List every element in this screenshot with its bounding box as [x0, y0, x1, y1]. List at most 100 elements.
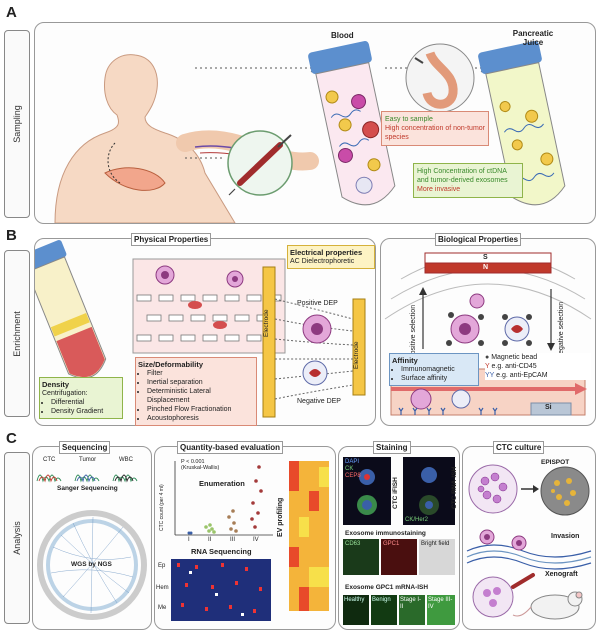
electrical-title: Electrical properties	[290, 248, 363, 257]
ctc-ifish-label: CTC iFISH	[392, 477, 399, 509]
juice-tube-cap	[478, 41, 542, 74]
size-item: Filter	[147, 369, 254, 378]
exo-group-label: Stage III-IV	[428, 597, 453, 610]
epispot-dish	[540, 466, 590, 516]
duct-path	[107, 142, 121, 184]
culture-illustration	[466, 464, 592, 620]
affinity-title: Affinity	[392, 356, 418, 365]
p-value-text: P < 0.001	[181, 459, 205, 465]
affinity-item: Immunomagnetic	[401, 365, 476, 374]
sampling-panel: Blood Pancreatic Juice Easy to sample Hi…	[34, 22, 596, 224]
quantity-title: Quantity-based evaluation	[177, 441, 284, 454]
exo-mrna-label: Exosome GPC1 mRNA-ISH	[345, 584, 429, 591]
rna-row-label: Ep	[158, 563, 166, 569]
sanger-label: Sanger Sequencing	[57, 485, 118, 492]
legend-text: e.g. anti-EpCAM	[496, 372, 548, 379]
magnet-s	[424, 252, 552, 264]
staining-panel: Staining DAPI CK CEP8 CTC iFISH CTC RNA-…	[338, 441, 460, 630]
enum-y-label: CTC count (per 4 ml)	[159, 484, 165, 531]
stage-tick: I	[188, 537, 190, 543]
blood-tube-cap	[308, 41, 372, 74]
electrical-box: Electrical properties AC Dielectrophoret…	[287, 245, 375, 269]
size-item: Inertial separation	[147, 378, 254, 387]
magnetic-beads	[446, 312, 532, 346]
density-item: Differential	[51, 398, 120, 407]
enrichment-tab: Enrichment	[4, 250, 30, 417]
syringe-needle	[228, 188, 236, 196]
culture-title: CTC culture	[493, 441, 545, 454]
enumeration-label: Enumeration	[199, 479, 245, 488]
ev-profiling-label: EV profiling	[277, 497, 284, 537]
bright-field-label: Bright field	[421, 541, 450, 547]
invasion-matrix	[466, 544, 592, 570]
seq-label-ctc: CTC	[43, 457, 56, 463]
stain-cep8: CEP8	[345, 473, 361, 479]
size-item: Deterministic Lateral Displacement	[147, 387, 254, 405]
stage-tick: II	[208, 537, 212, 543]
electrode-left	[262, 266, 276, 418]
physical-title: Physical Properties	[131, 233, 212, 246]
sampling-tab-label: Sampling	[12, 105, 22, 143]
physical-illustration	[35, 240, 366, 418]
wgs-label: WGS by NGS	[71, 561, 112, 568]
legend-item: Y e.g. anti-CD45	[485, 363, 537, 370]
size-title: Size/Deformability	[138, 360, 204, 369]
positive-selection-label: Positive selection	[410, 304, 417, 359]
juice-tube-glass	[485, 62, 566, 206]
biological-title: Biological Properties	[435, 233, 522, 246]
negative-selection-label: Negative selection	[558, 301, 565, 359]
size-item: Acoustophoresis	[147, 414, 254, 423]
blood-point-good: Easy to sample	[385, 116, 433, 123]
ctc-rnaish-label: CTC RNA-ISH	[451, 466, 458, 509]
affinity-item: Surface affinity	[401, 374, 476, 383]
size-item: Pinched Flow Fractionation	[147, 405, 254, 414]
negative-arrowhead	[547, 343, 555, 351]
legend-text: Magnetic bead	[491, 354, 538, 361]
circos-links	[50, 516, 134, 614]
invasion-label: Invasion	[551, 533, 580, 540]
stage-tick: III	[230, 537, 236, 543]
si-substrate	[530, 402, 572, 416]
epispot-label: EPISPOT	[541, 459, 570, 466]
syringe-plunger	[277, 134, 292, 148]
enum-dots	[187, 465, 263, 535]
xenograft-dish	[472, 576, 514, 618]
rna-row-label: Me	[158, 605, 167, 611]
blood-label: Blood	[331, 31, 354, 40]
circos-outer-ring	[37, 510, 147, 620]
enrichment-tab-label: Enrichment	[12, 310, 22, 357]
analysis-tab-label: Analysis	[12, 521, 22, 555]
seq-label-tumor: Tumor	[79, 457, 97, 463]
sequencing-panel: Sequencing CTC Tumor WBC Sanger Sequenci…	[32, 441, 152, 630]
stage-tick: IV	[253, 537, 259, 543]
sampling-illustration	[54, 41, 566, 223]
xenograft-label: Xenograft	[545, 571, 578, 578]
magnet-n-label: N	[483, 264, 489, 271]
density-title: Density	[42, 380, 70, 389]
quantity-panel: Quantity-based evaluation P <	[154, 441, 336, 630]
magnet-s-label: S	[483, 254, 488, 261]
juice-points-box: High Concentration of ctDNA and tumor-de…	[413, 163, 523, 198]
stomach	[422, 51, 458, 109]
physical-panel: Physical Properties Elec	[34, 233, 376, 426]
electrode-right	[352, 298, 366, 396]
stain-labels: DAPI CK CEP8	[345, 459, 361, 480]
density-item: Density Gradient	[51, 407, 120, 416]
exo-group-label: Healthy	[344, 597, 365, 603]
electrode-label-left: Electrode	[263, 309, 270, 337]
ev-heatmap	[289, 461, 329, 611]
blood-tube	[308, 41, 396, 206]
exo-group-label: Stage I-II	[400, 597, 422, 610]
cd63-label: CD63	[345, 541, 361, 547]
syringe-body	[237, 142, 283, 186]
culture-dish	[468, 464, 518, 514]
blood-point-bad: High concentration of non-tumor species	[385, 125, 485, 141]
rna-row-label: Hem	[156, 585, 169, 591]
blood-points-box: Easy to sample High concentration of non…	[381, 111, 489, 146]
density-tube	[35, 240, 107, 379]
culture-panel: CTC culture EPISPOT Invasion Xenograft	[462, 441, 596, 630]
circos-inner-ring	[46, 519, 138, 611]
exo-group-label: Benign	[372, 597, 391, 603]
sequencing-illustration	[36, 474, 147, 620]
rna-heatmap	[171, 559, 271, 621]
